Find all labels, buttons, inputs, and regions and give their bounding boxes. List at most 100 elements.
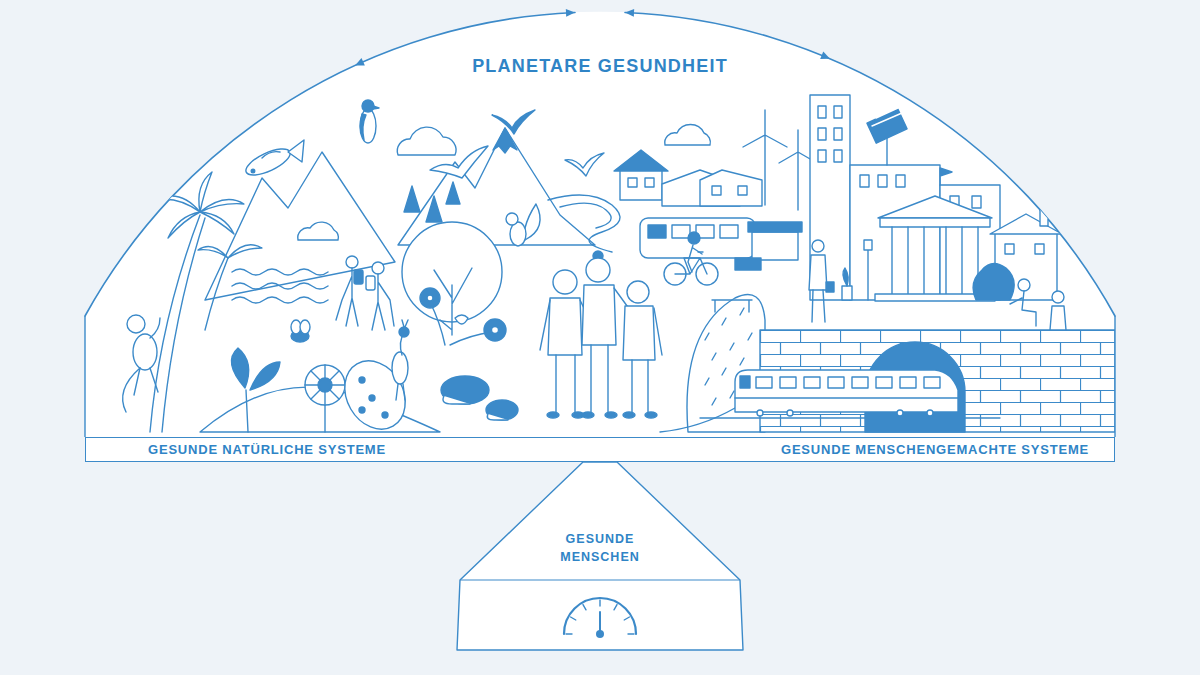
hedgehog — [487, 414, 508, 420]
gauge-icon — [564, 598, 636, 638]
penguin — [360, 100, 379, 143]
train — [804, 377, 820, 388]
blue-flower — [484, 319, 506, 341]
peacock — [402, 320, 408, 327]
gauge-icon — [564, 598, 636, 634]
house — [645, 178, 654, 187]
peacock — [369, 395, 375, 401]
building — [834, 106, 842, 118]
fulcrum: GESUNDE MENSCHEN — [455, 462, 745, 652]
people-group — [632, 308, 662, 413]
bird — [565, 153, 604, 176]
blue-flower — [427, 295, 433, 301]
peacock — [333, 320, 417, 440]
bee — [300, 320, 310, 334]
train — [735, 370, 958, 412]
person — [1052, 291, 1064, 303]
building — [818, 106, 826, 118]
peacock — [392, 352, 408, 384]
people-group — [547, 412, 559, 418]
market-stall — [735, 258, 761, 270]
train — [757, 410, 763, 416]
palm-tree — [198, 246, 228, 258]
fulcrum-outline — [457, 462, 743, 650]
squirrel — [525, 204, 540, 240]
train — [876, 377, 892, 388]
winding-path — [560, 203, 611, 228]
beam-label: GESUNDE NATÜRLICHE SYSTEME — [148, 440, 386, 460]
palm-tree — [205, 258, 228, 330]
train — [852, 377, 868, 388]
mountains — [398, 128, 595, 245]
train — [756, 377, 772, 388]
tram — [720, 225, 738, 238]
arc-arrowhead — [353, 58, 365, 69]
arc-arrowhead — [820, 52, 831, 63]
brick-wall — [760, 330, 1115, 432]
people-group — [582, 285, 616, 345]
people-group — [553, 270, 577, 294]
beam-label: GESUNDE MENSCHENGEMACHTE SYSTEME — [781, 440, 1089, 460]
people-group — [582, 412, 594, 418]
people-group — [645, 412, 657, 418]
monkey — [123, 315, 160, 412]
train — [700, 417, 1000, 418]
peacock — [359, 377, 365, 383]
monkey — [134, 368, 158, 395]
building — [860, 175, 869, 187]
water — [232, 283, 328, 289]
water — [232, 269, 328, 275]
hedgehog — [441, 376, 518, 420]
water — [232, 297, 328, 303]
penguin — [362, 100, 374, 112]
winding-path — [548, 195, 620, 252]
monkey — [133, 334, 157, 370]
blue-flower — [492, 327, 499, 334]
building — [850, 165, 940, 300]
fish — [242, 140, 304, 180]
hedgehog — [443, 396, 470, 404]
train — [787, 410, 793, 416]
monkey — [150, 318, 160, 338]
person — [812, 290, 825, 322]
plant — [250, 362, 280, 390]
building — [834, 128, 842, 140]
dome-side — [85, 316, 1115, 437]
train — [897, 410, 903, 416]
bird — [430, 110, 604, 178]
fish — [242, 144, 293, 181]
mountains — [446, 182, 460, 204]
squirrel — [506, 213, 518, 225]
person — [1050, 306, 1066, 330]
train — [924, 377, 940, 388]
fulcrum-edge — [460, 579, 740, 580]
flower — [324, 405, 325, 432]
monkey — [123, 368, 140, 412]
blue-flower — [455, 315, 468, 324]
illustration — [123, 95, 1115, 440]
hiker — [372, 262, 384, 274]
house — [700, 170, 762, 206]
palm-tree — [150, 172, 262, 432]
building — [810, 95, 1062, 300]
temple — [892, 227, 978, 294]
palm-tree — [200, 200, 244, 213]
peacock — [396, 384, 405, 400]
train — [780, 377, 796, 388]
cyclist — [688, 232, 700, 244]
market-stall — [748, 222, 802, 232]
cyclist — [664, 232, 718, 285]
fulcrum-label: GESUNDE MENSCHEN — [545, 530, 655, 566]
person — [867, 250, 868, 300]
arc-arrowhead — [625, 9, 634, 17]
wind-turbine — [743, 110, 787, 205]
train — [660, 370, 1000, 432]
penguin — [373, 106, 379, 109]
hiker — [346, 256, 358, 268]
house — [614, 150, 668, 171]
building — [1035, 244, 1044, 254]
person — [812, 240, 824, 252]
house — [738, 186, 747, 195]
monkey — [127, 315, 145, 333]
